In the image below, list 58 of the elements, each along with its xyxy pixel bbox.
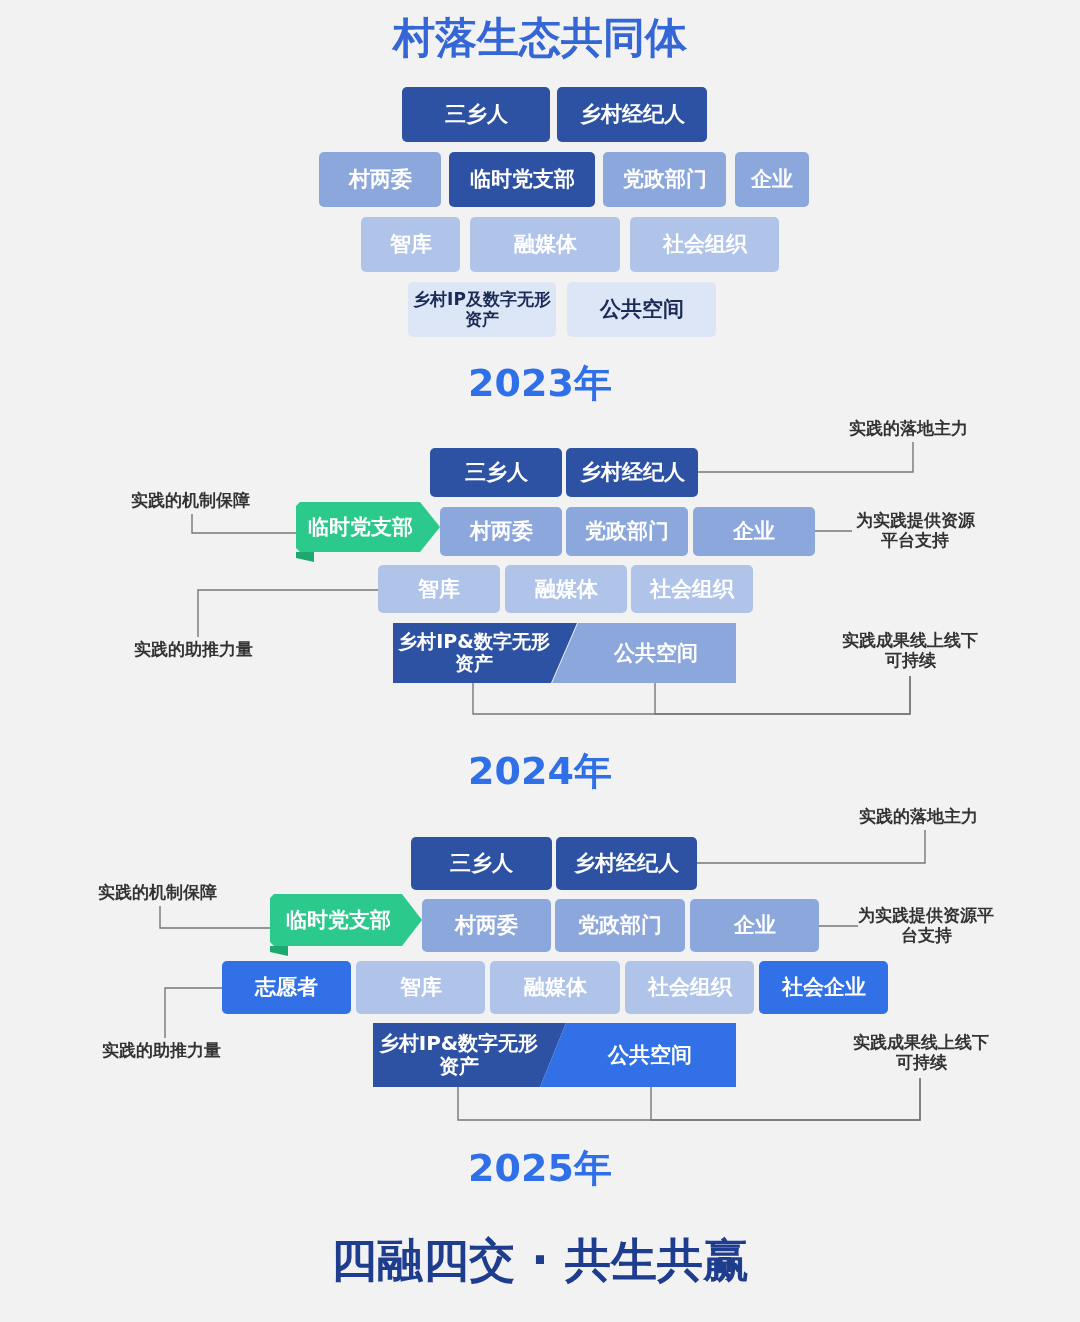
org-box: 三乡人 bbox=[430, 448, 562, 497]
year-label: 2024年 bbox=[468, 749, 612, 793]
org-box: 乡村经纪人 bbox=[566, 448, 698, 497]
org-box: 社会组织 bbox=[631, 565, 753, 613]
leader-line bbox=[814, 530, 853, 532]
org-box: 村两委 bbox=[319, 152, 441, 207]
annotation-text: 实践的助推力量 bbox=[86, 1038, 236, 1064]
leader-line bbox=[164, 987, 223, 1039]
org-box: 智库 bbox=[356, 961, 485, 1014]
org-box: 智库 bbox=[378, 565, 500, 613]
slogan-text: 四融四交 · 共生共赢 bbox=[331, 1233, 749, 1287]
org-box: 乡村经纪人 bbox=[557, 87, 707, 142]
org-box: 智库 bbox=[361, 217, 460, 272]
org-box: 融媒体 bbox=[470, 217, 620, 272]
org-box: 三乡人 bbox=[411, 837, 552, 890]
org-box: 社会组织 bbox=[625, 961, 754, 1014]
year-label: 2025年 bbox=[468, 1146, 612, 1190]
org-box: 融媒体 bbox=[490, 961, 620, 1014]
org-box: 企业 bbox=[690, 899, 819, 952]
org-box: 村两委 bbox=[440, 507, 562, 556]
org-box: 党政部门 bbox=[566, 507, 688, 556]
annotation-text: 实践的机制保障 bbox=[115, 488, 265, 514]
year-label: 2023年 bbox=[468, 361, 612, 405]
annotation-text: 实践的助推力量 bbox=[118, 637, 268, 663]
org-box: 乡村IP及数字无形资产 bbox=[408, 282, 556, 337]
leader-line bbox=[159, 905, 271, 929]
leader-line bbox=[197, 589, 379, 638]
org-box: 企业 bbox=[693, 507, 815, 556]
org-box: 企业 bbox=[735, 152, 809, 207]
leader-line bbox=[697, 441, 914, 473]
org-box: 公共空间 bbox=[567, 282, 716, 337]
annotation-text: 实践成果线上线下可持续 bbox=[848, 1028, 994, 1078]
org-box: 社会组织 bbox=[630, 217, 779, 272]
annotation-text: 实践的落地主力 bbox=[843, 804, 993, 830]
annotation-text: 实践成果线上线下可持续 bbox=[838, 626, 982, 676]
org-box: 临时党支部 bbox=[449, 152, 595, 207]
org-box: 志愿者 bbox=[222, 961, 351, 1014]
org-box: 融媒体 bbox=[505, 565, 627, 613]
org-box: 党政部门 bbox=[603, 152, 726, 207]
leader-line bbox=[818, 925, 859, 927]
annotation-text: 实践的落地主力 bbox=[833, 416, 983, 442]
annotation-text: 为实践提供资源平台支持 bbox=[858, 901, 994, 951]
org-box: 乡村经纪人 bbox=[556, 837, 697, 890]
slanted-box: 乡村IP&数字无形资产 bbox=[393, 623, 577, 683]
annotation-text: 实践的机制保障 bbox=[82, 880, 232, 906]
annotation-text: 为实践提供资源平台支持 bbox=[852, 506, 978, 556]
org-box: 三乡人 bbox=[402, 87, 550, 142]
org-box: 村两委 bbox=[422, 899, 551, 952]
leader-line bbox=[650, 1077, 921, 1121]
org-box: 党政部门 bbox=[555, 899, 685, 952]
leader-line bbox=[696, 829, 926, 864]
org-box: 社会企业 bbox=[759, 961, 888, 1014]
leader-line bbox=[191, 513, 297, 534]
leader-line bbox=[654, 675, 911, 715]
diagram-title: 村落生态共同体 bbox=[393, 13, 687, 62]
slanted-box: 公共空间 bbox=[552, 623, 736, 683]
slanted-box: 乡村IP&数字无形资产 bbox=[373, 1023, 566, 1087]
slanted-box: 公共空间 bbox=[540, 1023, 736, 1087]
